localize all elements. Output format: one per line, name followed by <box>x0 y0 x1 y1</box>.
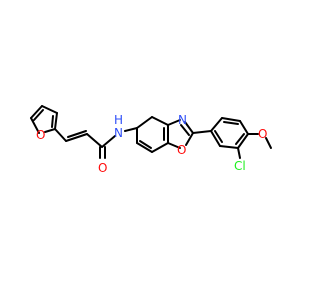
chlorine-label: Cl <box>234 159 246 173</box>
bond <box>101 135 116 148</box>
bond <box>237 147 241 159</box>
oxazole-oxygen-label: O <box>177 143 186 157</box>
bond <box>151 142 169 153</box>
bond <box>44 128 56 133</box>
bond <box>51 115 54 128</box>
bond <box>124 127 138 132</box>
molecule-canvas: O O H N N O O Cl <box>30 105 272 175</box>
bond <box>210 130 221 147</box>
oxazole-nitrogen-label: N <box>178 113 187 127</box>
bond <box>136 142 153 153</box>
bond <box>86 133 103 148</box>
bond <box>219 145 239 149</box>
bond <box>54 128 67 142</box>
bond <box>235 133 245 145</box>
bond <box>223 121 239 125</box>
bond <box>192 130 212 134</box>
bond <box>167 119 181 126</box>
molecule-structure: O O H N N O O Cl <box>30 105 272 175</box>
bond <box>41 105 58 114</box>
bond <box>185 132 194 146</box>
bond <box>214 130 223 143</box>
bond <box>33 109 44 121</box>
bond <box>167 142 181 149</box>
bond <box>67 130 87 138</box>
methoxy-oxygen-label: O <box>258 127 267 141</box>
bond <box>139 140 152 149</box>
bond <box>180 124 190 136</box>
furan-oxygen-label: O <box>36 128 45 142</box>
amide-hydrogen-label: H <box>114 113 123 127</box>
bond <box>265 137 272 149</box>
bond <box>239 120 249 135</box>
bond <box>65 133 88 142</box>
bond <box>30 105 43 119</box>
carbonyl-oxygen-label: O <box>98 161 107 175</box>
bond <box>210 117 223 132</box>
bond <box>151 116 169 126</box>
bond <box>221 117 241 122</box>
amide-nitrogen-label: N <box>114 126 123 140</box>
bond <box>54 112 58 130</box>
bond <box>136 116 153 129</box>
bond <box>184 121 194 134</box>
bond <box>30 117 40 134</box>
bond <box>237 133 249 149</box>
